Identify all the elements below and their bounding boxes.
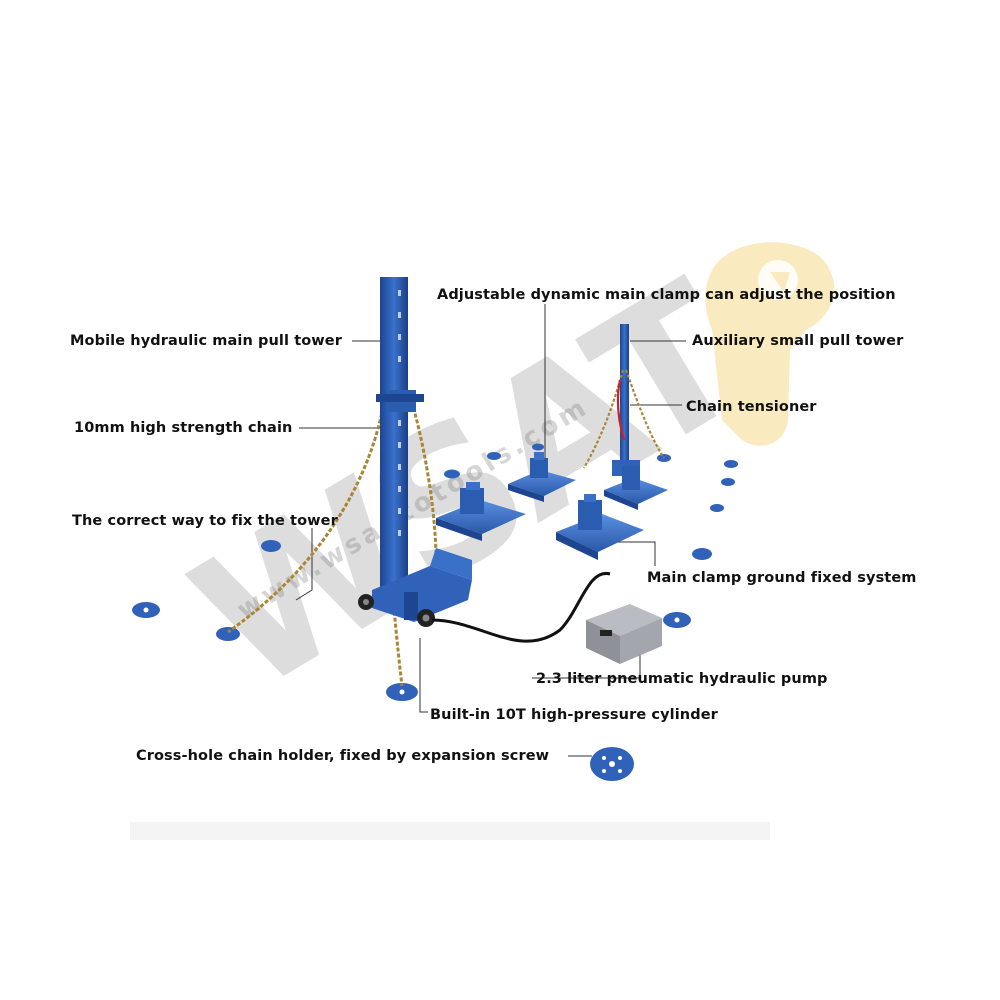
main-pull-tower <box>358 277 472 627</box>
anchor-holes <box>143 607 680 773</box>
clamp-left <box>436 482 526 541</box>
label-cylinder: Built-in 10T high-pressure cylinder <box>430 707 718 723</box>
clamp-rear <box>508 452 576 502</box>
label-fix-tower: The correct way to fix the tower <box>72 513 338 529</box>
floor-shadow <box>130 822 770 840</box>
leader-fix-tower <box>295 528 313 601</box>
anchor-discs <box>132 443 738 781</box>
leader-cylinder <box>419 638 428 713</box>
auxiliary-pull-tower <box>583 324 665 476</box>
yellow-logo-watermark <box>705 242 835 446</box>
label-chain: 10mm high strength chain <box>74 420 293 436</box>
label-tensioner: Chain tensioner <box>686 399 817 415</box>
label-main-tower: Mobile hydraulic main pull tower <box>70 333 342 349</box>
label-chain-holder: Cross-hole chain holder, fixed by expans… <box>136 748 550 764</box>
label-pump: 2.3 liter pneumatic hydraulic pump <box>536 671 828 687</box>
label-ground-system: Main clamp ground fixed system <box>647 570 917 586</box>
clamp-right <box>604 466 668 510</box>
label-dynamic-clamp: Adjustable dynamic main clamp can adjust… <box>437 287 896 303</box>
hydraulic-pump <box>586 604 662 664</box>
label-aux-tower: Auxiliary small pull tower <box>692 333 904 349</box>
clamp-front <box>556 494 644 560</box>
hydraulic-hose <box>431 572 611 643</box>
chain-tensioner-mark <box>616 379 626 441</box>
